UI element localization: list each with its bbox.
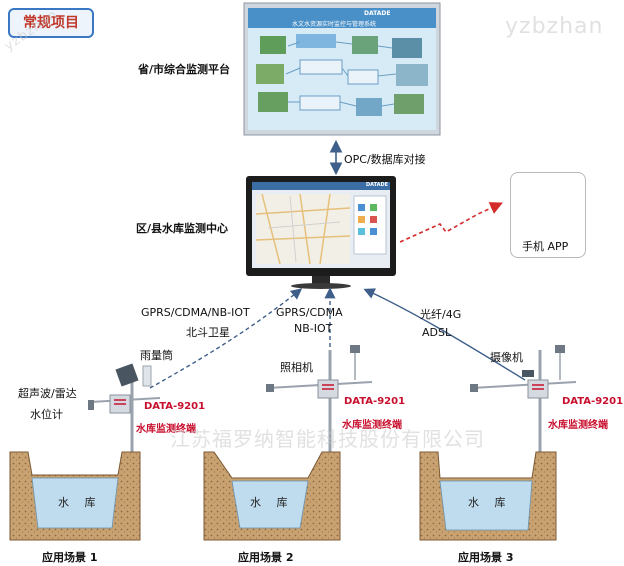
reservoir-1 [9,451,141,541]
level-sensor-label-2: 水位计 [30,408,63,421]
platform-screen-logo: DATADE [364,10,391,17]
link-left-1: GPRS/CDMA/NB-IOT [141,306,250,319]
project-badge: 常规项目 [8,8,94,38]
mobile-app-card [510,172,586,258]
platform-screen-title: 水文水资源实时监控与管理系统 [292,21,377,28]
rain-gauge-label: 雨量筒 [140,349,173,362]
link-right-1: 光纤/4G [420,308,462,321]
link-right-2: ADSL [422,326,452,339]
station-2-pole [266,345,373,470]
terminal-1-name: 水库监测终端 [136,424,196,435]
watermark-top-right: yzbzhan [505,14,604,39]
terminal-1-model: DATA-9201 [144,401,206,412]
scene-3-caption: 应用场景 3 [458,551,514,564]
mobile-app-label: 手机 APP [522,240,569,253]
scene-2-caption: 应用场景 2 [238,551,294,564]
camera-still-label: 照相机 [280,361,313,374]
link-middle-2: NB-IOT [294,322,333,335]
opc-link-label: OPC/数据库对接 [344,153,426,166]
terminal-2-name: 水库监测终端 [342,420,402,431]
watermark-company: 江苏福罗纳智能科技股份有限公司 [170,427,485,451]
center-screen-logo: DATADE [366,182,389,188]
reservoir-1-label: 水 库 [58,496,102,509]
platform-label: 省/市综合监测平台 [138,63,231,76]
center-label: 区/县水库监测中心 [136,222,229,235]
terminal-3-name: 水库监测终端 [548,420,608,431]
station-1-pole [88,363,161,470]
level-sensor-label-1: 超声波/雷达 [18,387,77,400]
camera-video-label: 摄像机 [490,351,523,364]
station-3-pole [470,345,577,470]
reservoir-3-label: 水 库 [468,496,512,509]
platform-screen [243,2,441,136]
terminal-3-model: DATA-9201 [562,396,624,407]
link-middle-1: GPRS/CDMA [276,306,343,319]
reservoir-3 [419,451,557,541]
scene-1-caption: 应用场景 1 [42,551,98,564]
terminal-2-model: DATA-9201 [344,396,406,407]
center-monitor [246,176,396,289]
link-left-2: 北斗卫星 [186,326,230,339]
reservoir-2-label: 水 库 [250,496,294,509]
reservoir-2 [203,451,341,541]
